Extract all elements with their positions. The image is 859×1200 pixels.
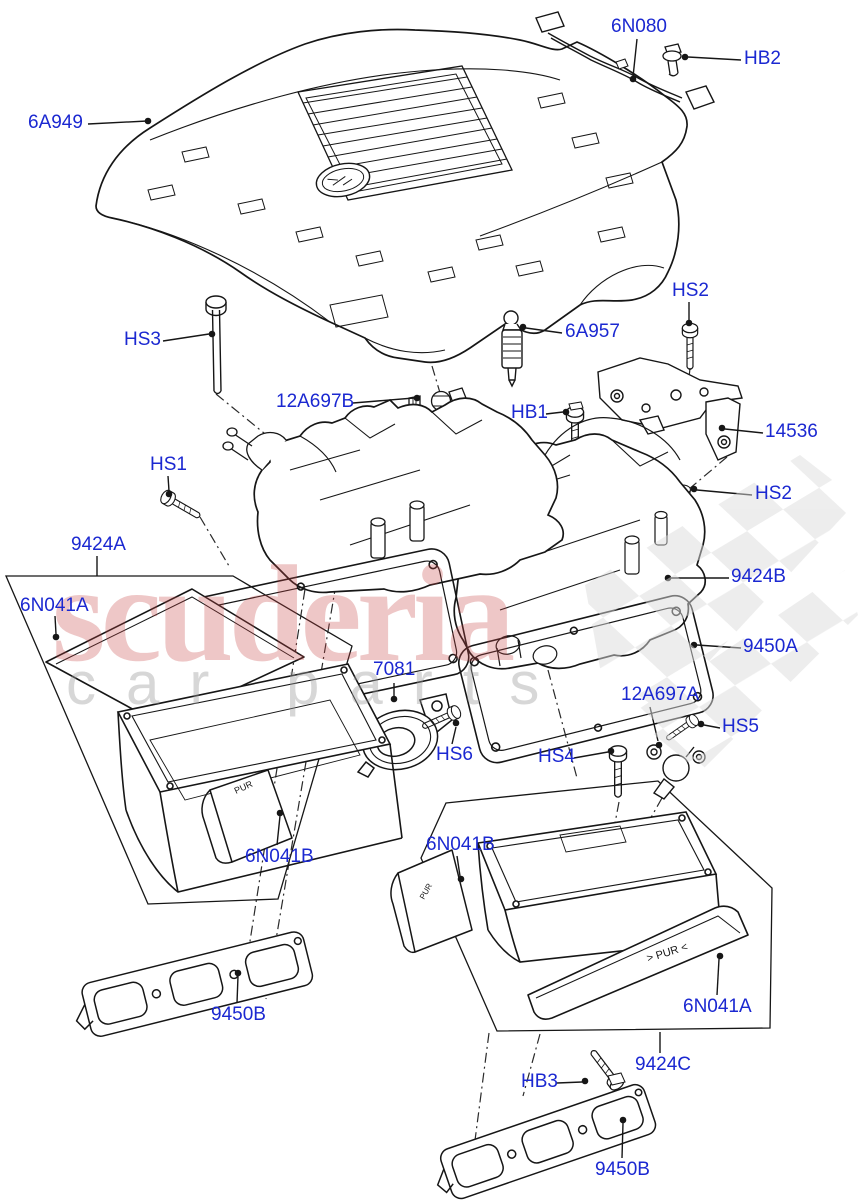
- part-label-hs2-12[interactable]: HS2: [755, 483, 792, 504]
- oval-badge: [315, 162, 371, 198]
- part-label-12a697b-6[interactable]: 12A697B: [276, 391, 355, 412]
- part-label-hs3-3[interactable]: HS3: [124, 329, 161, 350]
- part-label-hb1-7[interactable]: HB1: [511, 402, 548, 423]
- part-label-6n080-1[interactable]: 6N080: [611, 16, 667, 37]
- part-label-9450a-14[interactable]: 9450A: [743, 636, 798, 657]
- part-label-9424c-25[interactable]: 9424C: [635, 1054, 691, 1075]
- bolt-hb2: [662, 43, 682, 77]
- part-label-6n041a-23[interactable]: 6N041A: [683, 996, 752, 1017]
- insulator-pad-6n041b-right: PUR: [390, 849, 473, 954]
- sound-panel-6n041a-left: [45, 588, 305, 725]
- sound-panel-6n041a-right: > PUR <: [527, 905, 749, 1020]
- bolt-hb3: [585, 1045, 627, 1093]
- part-label-6n041b-20[interactable]: 6N041B: [245, 846, 314, 867]
- part-label-6a957-4[interactable]: 6A957: [565, 321, 620, 342]
- part-label-9424a-10[interactable]: 9424A: [71, 534, 126, 555]
- part-label-hs6-16[interactable]: HS6: [436, 744, 473, 765]
- engine-cover-art: [95, 28, 688, 364]
- watermark-brand-text: scuderia: [52, 537, 513, 690]
- part-label-9424b-13[interactable]: 9424B: [731, 566, 786, 587]
- part-label-hs1-9[interactable]: HS1: [150, 454, 187, 475]
- group-box-9424c: [420, 780, 773, 1032]
- part-label-6n041b-22[interactable]: 6N041B: [426, 834, 495, 855]
- airbox-tray-right: [476, 811, 723, 963]
- bolt-hs1: [158, 488, 204, 524]
- group-box-9424a: [5, 575, 353, 905]
- watermark-tagline-text: car parts: [66, 650, 569, 717]
- airbox-tray-left: [116, 663, 403, 893]
- bolt-hs2-top: [681, 322, 699, 370]
- flange-7081: [356, 693, 453, 778]
- part-label-7081-15[interactable]: 7081: [373, 659, 416, 680]
- stud-hs3: [205, 295, 227, 395]
- part-label-12a697a-18[interactable]: 12A697A: [621, 684, 700, 705]
- part-label-hs4-17[interactable]: HS4: [538, 746, 575, 767]
- port-gasket-9450b-right: [436, 1083, 657, 1200]
- part-label-9450b-21[interactable]: 9450B: [211, 1004, 266, 1025]
- part-label-hs5-19[interactable]: HS5: [722, 716, 759, 737]
- sensor-12a697a: [646, 744, 706, 800]
- part-label-6n041a-11[interactable]: 6N041A: [20, 595, 89, 616]
- wiring-harness-art: [535, 11, 715, 110]
- port-gasket-9450b-left: [75, 931, 314, 1037]
- leader-dots: [52, 53, 726, 1124]
- part-label-hb3-24[interactable]: HB3: [521, 1071, 558, 1092]
- insulator-pad-6n041b-left: PUR: [201, 769, 293, 864]
- checkered-flag-watermark: [585, 455, 858, 772]
- part-label-9450b-26[interactable]: 9450B: [595, 1159, 650, 1180]
- bolt-hb1: [565, 401, 585, 459]
- bracket-14536: [597, 357, 743, 461]
- part-label-14536-8[interactable]: 14536: [765, 421, 818, 442]
- part-label-hs2-5[interactable]: HS2: [672, 280, 709, 301]
- buffer-6a957: [501, 310, 523, 388]
- part-label-hb2-2[interactable]: HB2: [744, 48, 781, 69]
- part-label-6a949-0[interactable]: 6A949: [28, 112, 83, 133]
